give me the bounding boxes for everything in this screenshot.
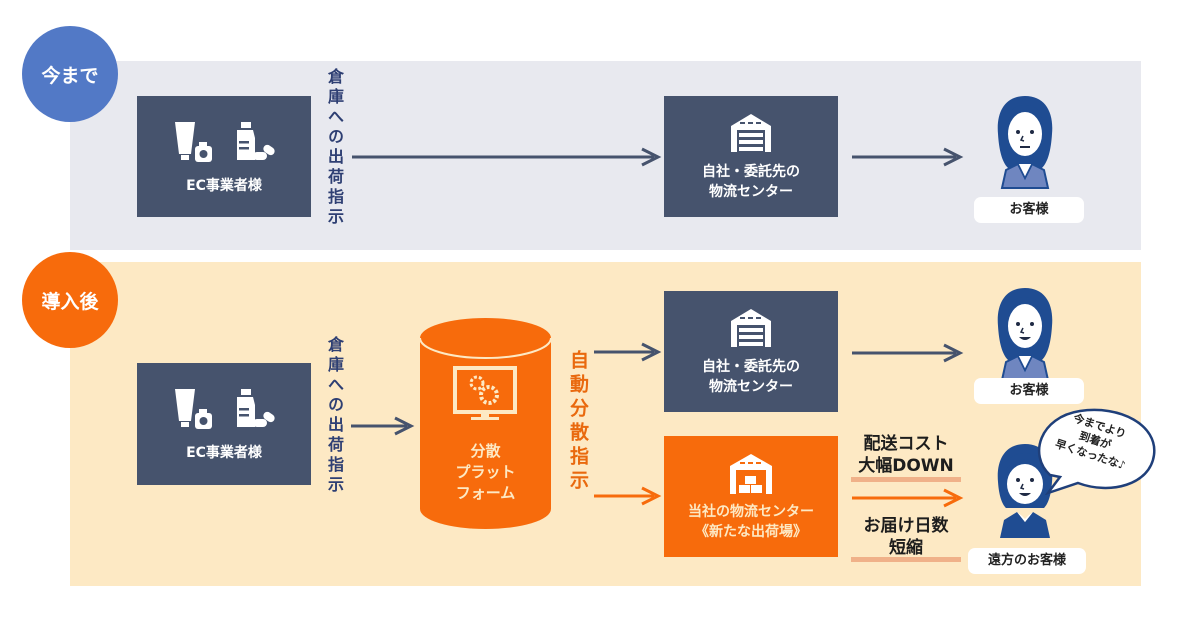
own-logistics-center-box: 当社の物流センター 《新たな出荷場》 bbox=[664, 436, 838, 557]
arrow-to-customer-after bbox=[852, 343, 964, 363]
after-badge: 導入後 bbox=[22, 252, 118, 348]
platform-label-line3: フォーム bbox=[455, 484, 516, 502]
medicine-bottle-icon bbox=[237, 121, 275, 160]
remote-customer-label: 遠方のお客様 bbox=[968, 548, 1086, 574]
customer-icon bbox=[997, 96, 1053, 189]
arrow-to-remote-customer bbox=[852, 488, 964, 508]
logistics-center-box: 自社・委託先の 物流センター bbox=[664, 96, 838, 217]
shipping-instruction-label: 倉庫への出荷指示 bbox=[325, 336, 344, 496]
warehouse-with-boxes-icon bbox=[730, 453, 772, 494]
warehouse-icon bbox=[731, 113, 771, 152]
benefit-days-line1: お届け日数 bbox=[863, 516, 949, 536]
arrow-to-partner-center bbox=[594, 342, 662, 362]
warehouse-icon bbox=[731, 308, 771, 347]
benefit-days-line2: 短縮 bbox=[889, 538, 923, 558]
arrow-to-own-center bbox=[594, 486, 662, 506]
benefit-cost-line2: 大幅DOWN bbox=[858, 456, 954, 476]
cosmetics-icon bbox=[175, 121, 275, 162]
benefit-days-underline bbox=[851, 557, 961, 562]
arrow-to-center bbox=[352, 147, 662, 167]
auto-distribution-label: 自動分散指示 bbox=[567, 350, 589, 494]
monitor-gears-icon bbox=[453, 366, 517, 420]
customer-icon bbox=[997, 288, 1053, 381]
ec-operator-box: EC事業者様 bbox=[137, 96, 311, 217]
own-center-line1: 当社の物流センター bbox=[688, 503, 814, 520]
medicine-bottle-icon bbox=[237, 389, 275, 427]
cosmetics-icon bbox=[175, 389, 275, 429]
ec-operator-label: EC事業者様 bbox=[186, 177, 262, 194]
logistics-center-line2: 物流センター bbox=[709, 183, 793, 200]
benefit-cost-line1: 配送コスト bbox=[863, 434, 949, 454]
logistics-center-line1: 自社・委託先の bbox=[702, 163, 800, 180]
remote-customer-icon bbox=[997, 444, 1053, 538]
shipping-instruction-label: 倉庫への出荷指示 bbox=[325, 68, 344, 228]
before-badge: 今まで bbox=[22, 26, 118, 122]
benefit-cost-underline bbox=[851, 477, 961, 482]
own-center-line2: 《新たな出荷場》 bbox=[695, 523, 807, 540]
distributed-platform-cylinder bbox=[419, 318, 552, 529]
arrow-to-platform bbox=[351, 416, 415, 436]
speech-bubble bbox=[1037, 408, 1156, 495]
logistics-center-line2: 物流センター bbox=[709, 378, 793, 395]
customer-label: お客様 bbox=[974, 197, 1084, 223]
logistics-center-line1: 自社・委託先の bbox=[702, 358, 800, 375]
arrow-to-customer bbox=[852, 147, 964, 167]
ec-operator-label: EC事業者様 bbox=[186, 445, 262, 461]
platform-label-line2: プラット bbox=[455, 463, 516, 481]
ec-operator-box-after: EC事業者様 bbox=[137, 363, 311, 485]
platform-label-line1: 分散 bbox=[470, 442, 501, 460]
customer-label: お客様 bbox=[974, 378, 1084, 404]
logistics-center-box-after: 自社・委託先の 物流センター bbox=[664, 291, 838, 412]
